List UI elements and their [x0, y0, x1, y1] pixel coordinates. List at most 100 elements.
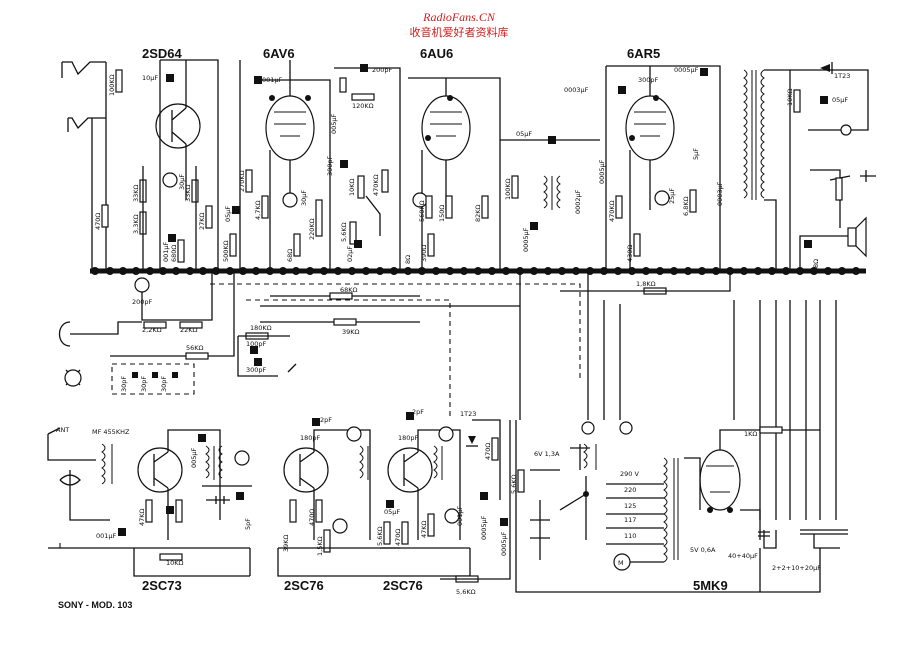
speaker-icon [799, 216, 867, 271]
resistor-100k [115, 69, 123, 93]
transistor-2sc76-a [283, 447, 329, 493]
label-r47k-b: 47KΩ [420, 520, 428, 538]
jack-phono [58, 321, 142, 387]
label-r470-c: 470Ω [394, 529, 402, 546]
label-c180pf-a: 180pF [300, 434, 321, 442]
label-c300pf-c: 300pF [638, 76, 659, 84]
label-r68: 68Ω [286, 249, 294, 262]
transistor-label-2sc73: 2SC73 [142, 578, 182, 593]
label-motor: M [618, 559, 624, 567]
transistor-2sd64 [155, 103, 201, 149]
label-c02uf: 02μF [346, 246, 354, 262]
label-c0003-b: 0003μF [716, 181, 724, 206]
label-cap40: 40+40μF [728, 552, 758, 560]
label-r150: 150Ω [438, 205, 446, 222]
label-c30uf: 30μF [178, 174, 186, 190]
bus-nodes [91, 267, 860, 275]
label-c0005-c: 0005μF [480, 515, 488, 540]
label-r470: 470Ω [94, 213, 102, 230]
label-c001-b: 001μF [262, 76, 283, 84]
label-heater: 5V 0,6A [690, 546, 716, 554]
label-c180pf-b: 180pF [398, 434, 419, 442]
label-r5-6k-a: 5,6KΩ [340, 222, 348, 242]
label-r5-6k-b: 5,6KΩ [376, 526, 384, 546]
label-r10k-b: 10KΩ [786, 88, 794, 106]
label-c05uf-c: 05μF [832, 96, 848, 104]
label-fuse: 6V 1,3A [534, 450, 560, 458]
label-r470k: 470KΩ [372, 174, 380, 196]
label-c30pf-b: 30pF [140, 376, 148, 392]
label-v117: 117 [624, 516, 636, 524]
label-r470k-b: 470KΩ [608, 200, 616, 222]
label-r680: 680Ω [170, 245, 178, 262]
label-r56k: 56KΩ [186, 344, 204, 352]
label-r10k-c: 10KΩ [166, 559, 184, 567]
label-r500k: 500KΩ [222, 240, 230, 262]
label-r6-8k: 6,8KΩ [682, 196, 690, 216]
label-v125: 125 [624, 502, 636, 510]
label-r1-5k: 1,5KΩ [316, 536, 324, 556]
label-c005-b: 005μF [190, 447, 198, 468]
watermark-subtitle: 收音机爱好者资料库 [410, 25, 509, 39]
label-r1k: 1KΩ [744, 430, 757, 438]
label-r39k-b: 39KΩ [282, 534, 290, 552]
label-r4-7k: 4,7KΩ [254, 200, 262, 220]
label-r82k: 82KΩ [474, 204, 482, 222]
label-c100pf: 100pF [246, 340, 267, 348]
label-r120k: 120KΩ [352, 102, 374, 110]
label-1t23-a: 1T23 [834, 72, 850, 80]
label-r1-8k: 1,8KΩ [636, 280, 656, 288]
label-r33k-b: 33KΩ [184, 184, 192, 202]
label-r470-b: 470Ω [308, 509, 316, 526]
label-r5-6k-c: 5,6KΩ [510, 474, 518, 494]
label-c0002: 0002μF [574, 189, 582, 214]
label-r5-6k-d: 5,6KΩ [456, 588, 476, 596]
label-c300pf-a: 300pF [326, 155, 334, 176]
label-c05uf-b: 05μF [516, 130, 532, 138]
label-r8-b: 8Ω [812, 259, 820, 268]
label-1t23-b: 1T23 [460, 410, 476, 418]
label-c05uf-d: 05μF [384, 508, 400, 516]
tube-label-5mk9: 5MK9 [693, 578, 728, 593]
transistor-label-2sc76-b: 2SC76 [383, 578, 423, 593]
label-c0005-a: 0005μF [522, 227, 530, 252]
label-r180k: 180KΩ [250, 324, 272, 332]
transistor-2sc73 [137, 447, 183, 493]
tube-6ar5 [625, 95, 675, 161]
label-c200pf-b: 200pF [372, 66, 393, 74]
label-c30pf-c: 30pF [160, 376, 168, 392]
label-r47k: 47KΩ [138, 508, 146, 526]
label-cap2: 2+2+10+20μF [772, 564, 821, 572]
label-v290: 290 V [620, 470, 639, 478]
input-jack-top [61, 61, 107, 271]
tube-5mk9 [699, 449, 741, 511]
watermark-site: RadioFans.CN [422, 10, 496, 24]
label-r270k: 270KΩ [238, 170, 246, 192]
transistor-label-2sc76-a: 2SC76 [284, 578, 324, 593]
label-c0005-d: 0005μF [500, 531, 508, 556]
tube-label-6au6: 6AU6 [420, 46, 453, 61]
label-r100k-b: 100KΩ [504, 178, 512, 200]
label-r33k-a: 33KΩ [132, 184, 140, 202]
label-r100k: 100KΩ [108, 74, 116, 96]
label-c300pf-b: 300pF [246, 366, 267, 374]
label-c001-a: 001μF [162, 241, 170, 262]
label-r8: 8Ω [404, 255, 412, 264]
label-c0003: 0003μF [564, 86, 589, 94]
tube-label-6ar5: 6AR5 [627, 46, 660, 61]
tube-6au6 [421, 95, 471, 161]
label-r22k: 22KΩ [180, 326, 198, 334]
label-r27k: 27KΩ [198, 212, 206, 230]
label-c0005-b: 0005μF [598, 159, 606, 184]
transistor-label-2sd64: 2SD64 [142, 46, 183, 61]
label-c005: 005μF [330, 113, 338, 134]
label-r33k-small: 3,3KΩ [132, 214, 140, 234]
label-r2-2k: 2,2KΩ [142, 326, 162, 334]
label-v220: 220 [624, 486, 636, 494]
label-c0005-top: 0005μF [674, 66, 699, 74]
tube-6av6 [265, 95, 315, 161]
label-if: MF 455KHZ [92, 428, 130, 436]
label-c2pf-b: 2pF [412, 408, 424, 416]
label-c30uf-b: 30μF [300, 190, 308, 206]
